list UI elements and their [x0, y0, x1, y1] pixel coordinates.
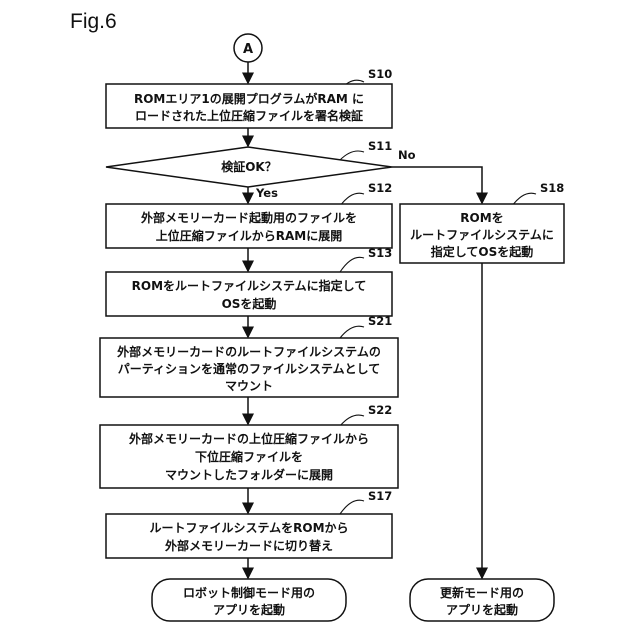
- step-s17-label: S17: [368, 489, 392, 503]
- terminal-robot-line-2: アプリを起動: [213, 602, 285, 617]
- step-s12-line-1: 外部メモリーカード起動用のファイルを: [141, 210, 357, 225]
- step-s11-question: 検証OK？: [221, 159, 277, 174]
- step-s10-line-1: ROMエリア1の展開プログラムがRAM に: [134, 91, 364, 106]
- step-s21-line-3: マウント: [225, 379, 273, 393]
- step-s17-line-1: ルートファイルシステムをROMから: [149, 521, 348, 535]
- step-s22-line-1: 外部メモリーカードの上位圧縮ファイルから: [129, 431, 369, 446]
- step-s22-label: S22: [368, 403, 392, 417]
- step-s22-line-3: マウントしたフォルダーに展開: [165, 467, 333, 482]
- step-s11-label: S11: [368, 139, 392, 153]
- branch-yes-label: Yes: [255, 186, 278, 200]
- step-s21-label: S21: [368, 314, 392, 328]
- step-s22-line-2: 下位圧縮ファイルを: [195, 449, 303, 464]
- step-s13-line-2: OSを起動: [222, 296, 277, 311]
- branch-no-label: No: [398, 148, 416, 162]
- figure-title: Fig.6: [70, 10, 117, 33]
- step-s18-label: S18: [540, 181, 564, 195]
- terminal-update-line-1: 更新モード用の: [440, 585, 524, 600]
- step-s17-line-2: 外部メモリーカードに切り替え: [165, 538, 333, 553]
- step-s10-label: S10: [368, 67, 392, 81]
- connector-label: A: [243, 42, 253, 57]
- terminal-update-line-2: アプリを起動: [446, 602, 518, 617]
- step-s12-line-2: 上位圧縮ファイルからRAMに展開: [156, 228, 342, 243]
- step-s10-line-2: ロードされた上位圧縮ファイルを署名検証: [135, 108, 363, 123]
- step-s18-line-3: 指定してOSを起動: [431, 244, 534, 259]
- step-s18-line-1: ROMを: [460, 211, 503, 225]
- step-s21-line-1: 外部メモリーカードのルートファイルシステムの: [117, 344, 381, 359]
- flow-lines: [248, 62, 482, 578]
- step-s18-line-2: ルートファイルシステムに: [410, 228, 554, 242]
- step-s13-label: S13: [368, 246, 392, 260]
- step-s12-label: S12: [368, 181, 392, 195]
- terminal-robot-line-1: ロボット制御モード用の: [183, 585, 315, 600]
- step-s21-line-2: パーティションを通常のファイルシステムとして: [118, 361, 381, 376]
- step-s13-line-1: ROMをルートファイルシステムに指定して: [132, 278, 367, 293]
